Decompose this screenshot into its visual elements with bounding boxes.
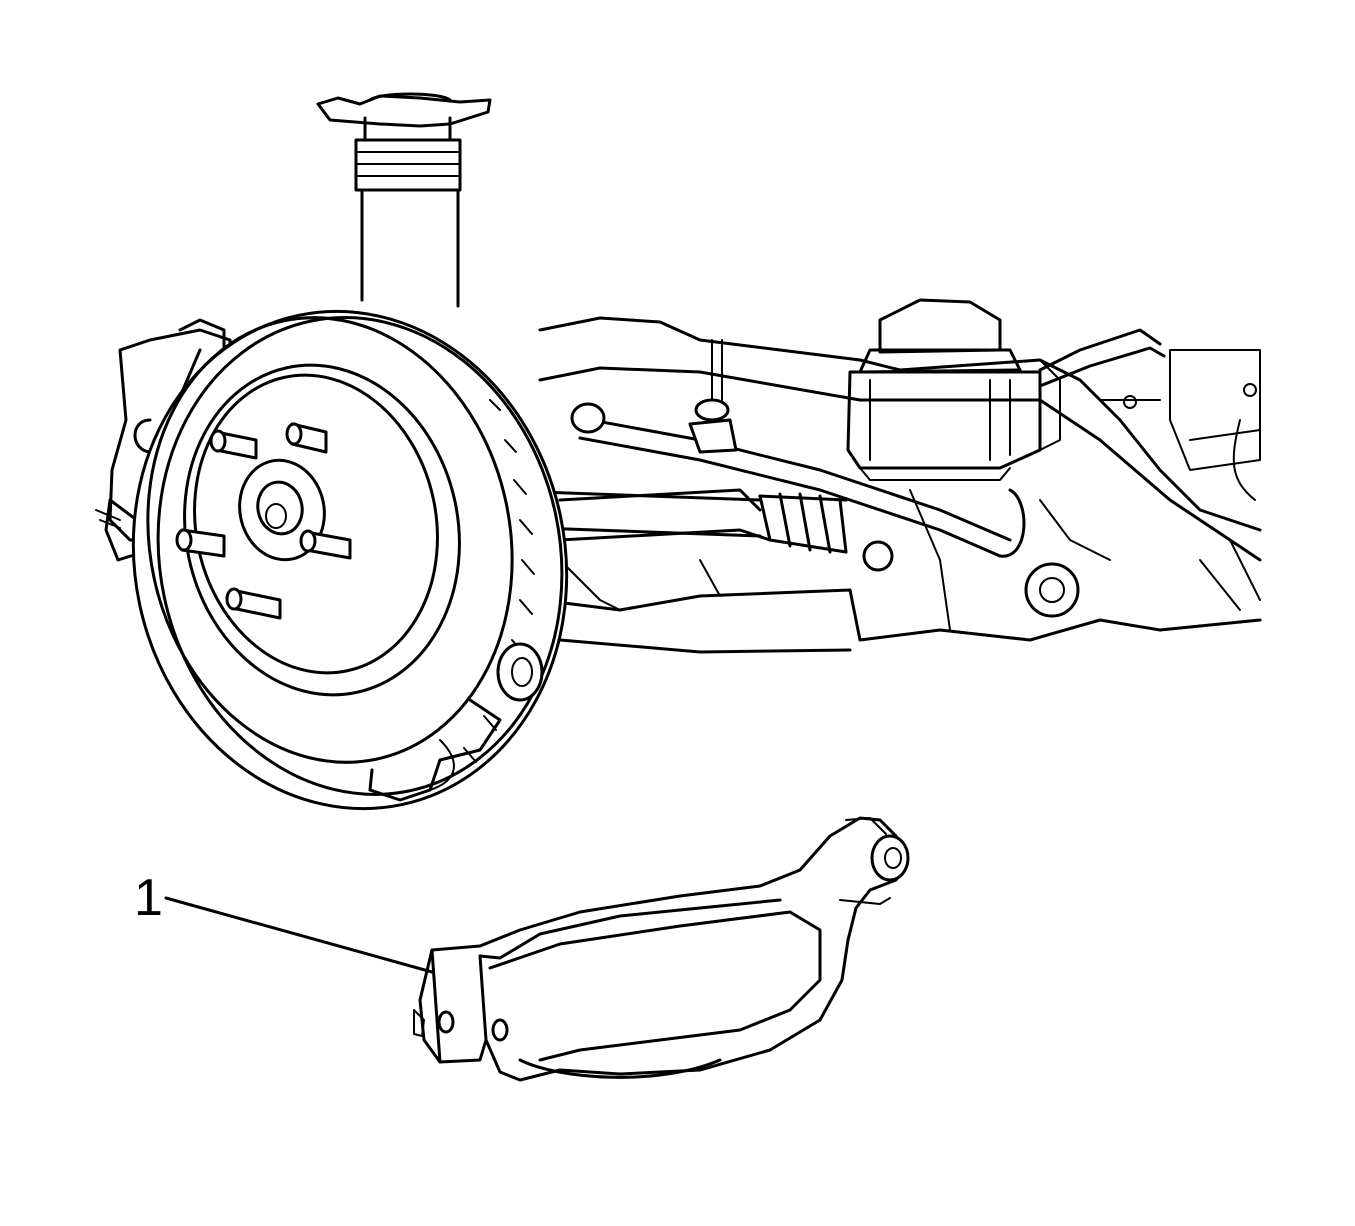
callout-1-label: 1 bbox=[134, 869, 163, 927]
stabilizer-bar bbox=[570, 328, 1166, 558]
axle-shaft bbox=[538, 489, 1111, 631]
callout-1-leader bbox=[164, 896, 434, 974]
lower-knuckle bbox=[368, 642, 544, 802]
brake-rotor bbox=[131, 309, 569, 811]
rear-subframe bbox=[538, 316, 1262, 654]
lower-control-arm bbox=[413, 816, 910, 1082]
upper-mount-bushing bbox=[846, 298, 1061, 481]
strut-assembly bbox=[316, 92, 492, 308]
